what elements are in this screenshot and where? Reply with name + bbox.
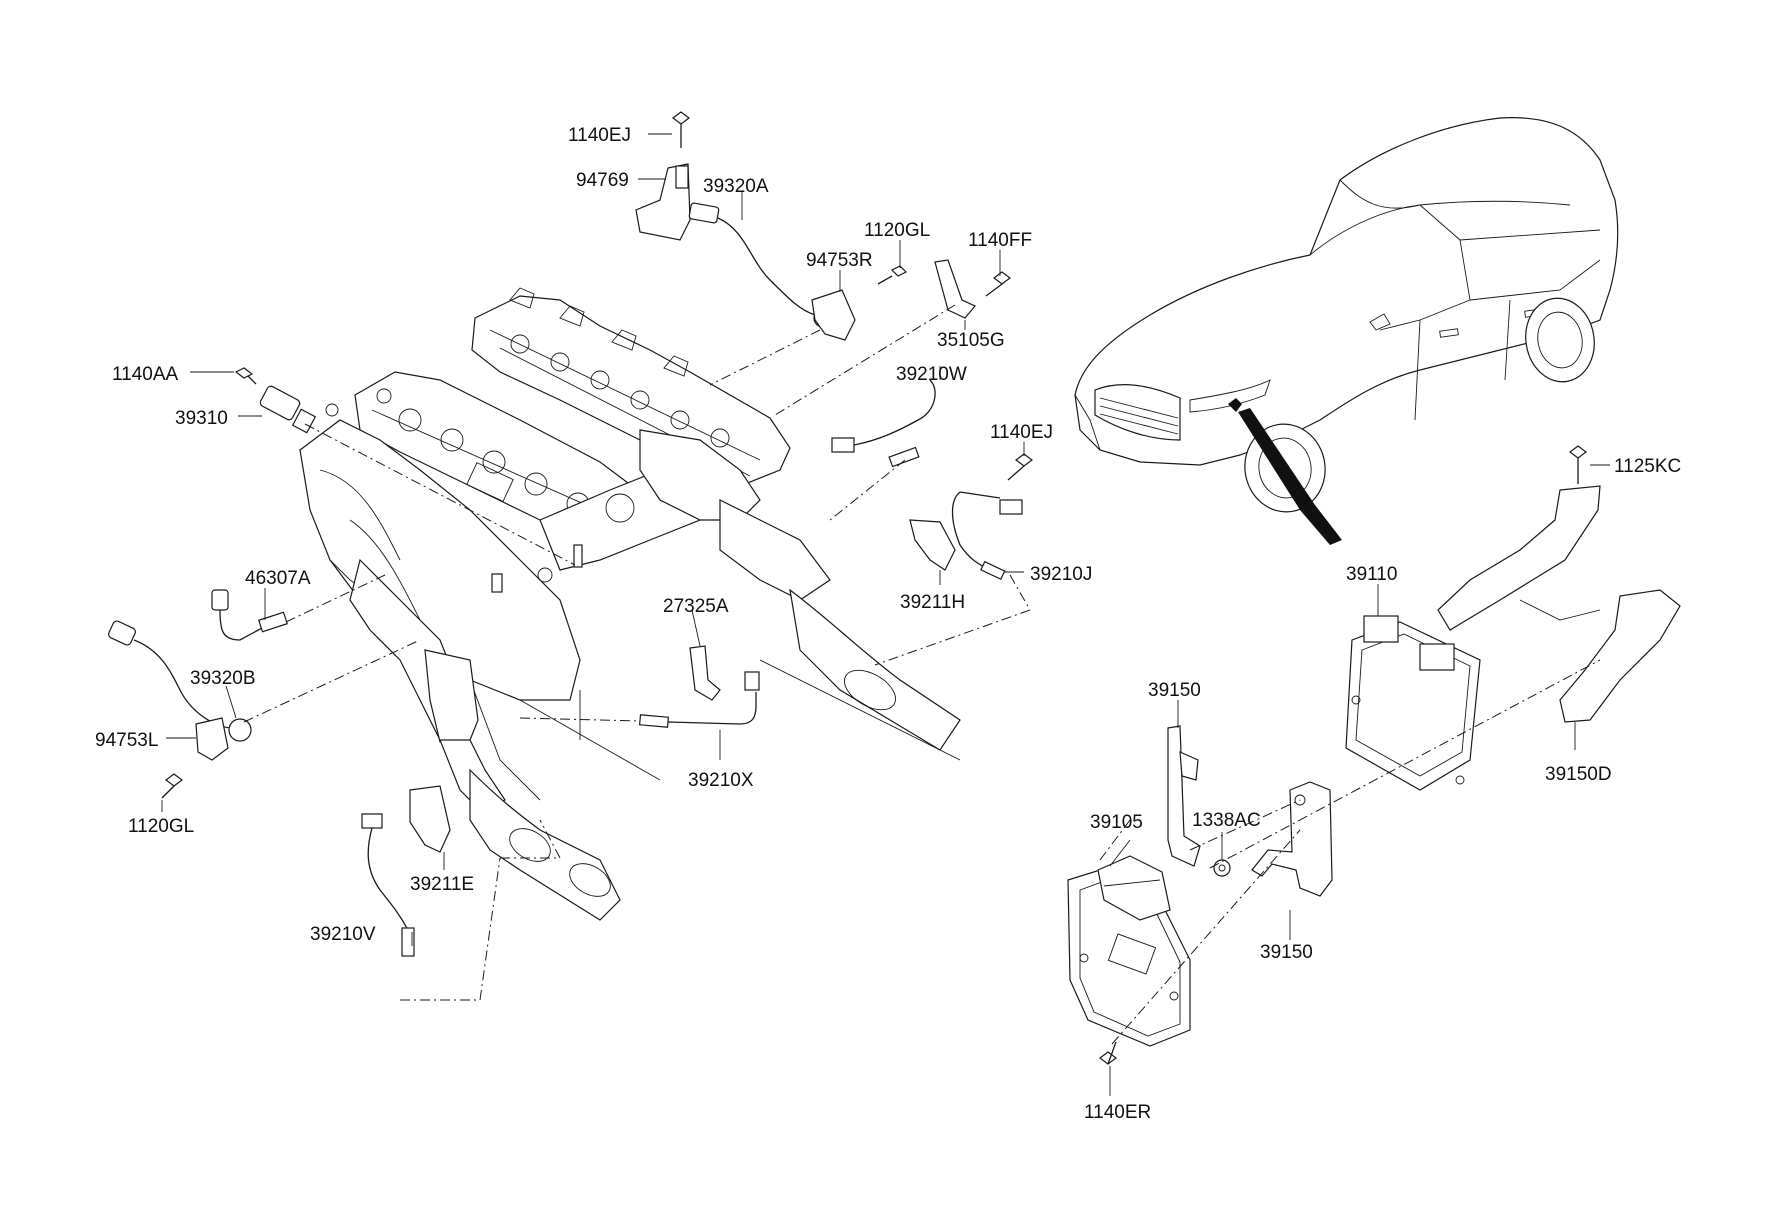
label-1140er: 1140ER [1084,1102,1151,1123]
sensor-39210j [951,491,1023,580]
bolt-1140aa [234,367,257,385]
sensor-39210v [361,813,415,957]
label-1140ej-right: 1140EJ [990,422,1053,443]
label-1338ac: 1338AC [1192,810,1261,831]
label-39150-top: 39150 [1148,680,1201,701]
module-39105 [1067,855,1191,1047]
bracket-39150-bottom [1251,781,1333,897]
bracket-27325a [689,645,760,701]
label-39211e: 39211E [410,874,474,895]
label-1140ej-top: 1140EJ [568,125,631,146]
bolt-1140ej-top [672,111,690,148]
label-94753r: 94753R [806,250,873,271]
label-1120gl-top: 1120GL [864,220,930,241]
nut-1338ac [1213,859,1231,877]
label-46307a: 46307A [245,568,311,589]
engine-assembly [299,287,961,921]
bolt-1120gl-top [877,265,908,285]
label-27325a: 27325A [663,596,729,617]
label-39210v: 39210V [310,924,376,945]
label-39150-bottom: 39150 [1260,942,1313,963]
bolt-1140er [1099,1041,1117,1065]
vehicle-outline [1074,117,1619,545]
bracket-39211h [909,519,956,571]
sensor-39210w [831,379,936,468]
bracket-94753l [195,717,229,761]
label-1140aa: 1140AA [112,364,179,385]
label-39320a: 39320A [703,176,769,197]
bracket-94753r [811,289,856,341]
label-39210j: 39210J [1030,564,1092,585]
label-39105: 39105 [1090,812,1143,833]
phantom-lines [243,304,1601,1045]
bracket-94769 [635,163,691,241]
sensor-46307a [211,589,288,641]
ecu-39110 [1345,615,1481,791]
bolt-1140ej-right [1007,453,1033,481]
bracket-35105g [934,259,976,319]
label-39320b: 39320B [190,668,256,689]
label-1125kc: 1125KC [1614,456,1681,477]
bracket-39150-top [1167,725,1201,867]
label-1120gl-bottom: 1120GL [128,816,194,837]
bolt-1120gl-bottom [161,773,183,799]
label-39110: 39110 [1346,564,1397,585]
bracket-39150d [1437,485,1681,723]
label-39210x: 39210X [688,770,754,791]
leader-lines [161,133,1610,1096]
label-39310: 39310 [175,408,228,429]
bolt-1140ff [985,271,1011,297]
bolt-1125kc [1569,445,1587,484]
label-39210w: 39210W [896,364,967,385]
label-94753l: 94753L [95,730,158,751]
label-39211h: 39211H [900,592,965,613]
label-39150d: 39150D [1545,764,1612,785]
label-94769: 94769 [576,170,629,191]
label-1140ff: 1140FF [968,230,1032,251]
sensor-39210x [638,692,757,728]
part-labels: 1140EJ 94769 39320A 94753R 1120GL 1140FF… [95,125,1681,1123]
label-35105g: 35105G [937,330,1005,351]
bracket-39211e [409,785,451,853]
